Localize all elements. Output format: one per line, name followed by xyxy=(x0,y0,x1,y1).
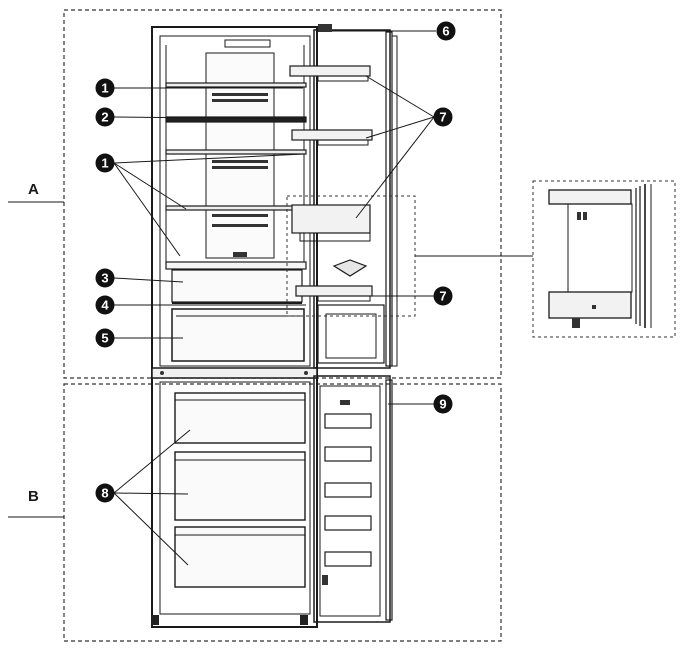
svg-text:9: 9 xyxy=(439,397,446,412)
callout-door-shelves: 7 xyxy=(433,107,453,127)
callout-hinge: 6 xyxy=(436,21,456,41)
svg-text:1: 1 xyxy=(101,81,108,96)
fridge-body xyxy=(151,26,318,628)
freezer-drawer-2 xyxy=(174,451,306,521)
section-b-label-group: B xyxy=(8,488,64,518)
svg-text:2: 2 xyxy=(101,110,108,125)
crisper-drawer-lower xyxy=(171,308,305,362)
door-shelf-1 xyxy=(289,65,371,77)
leader-lines xyxy=(113,30,436,566)
cover-shelf xyxy=(165,261,307,270)
callout-shelf-divider: 2 xyxy=(95,107,115,127)
svg-text:7: 7 xyxy=(439,289,446,304)
callout-shelf-top: 1 xyxy=(95,78,115,98)
callout-crisper: 5 xyxy=(95,328,115,348)
callout-freezer-door: 9 xyxy=(433,394,453,414)
svg-text:5: 5 xyxy=(101,331,108,346)
door-shelf-4 xyxy=(295,285,373,297)
fridge-door xyxy=(286,24,416,369)
freezer-drawer-1 xyxy=(174,392,306,444)
callout-shelves-lower: 1 xyxy=(95,153,115,173)
door-shelf-2 xyxy=(291,129,373,141)
section-a-label: A xyxy=(28,181,39,198)
freezer-door xyxy=(313,375,393,623)
shelf-3 xyxy=(165,149,307,169)
door-bin-inset xyxy=(532,180,676,338)
shelf-1 xyxy=(165,82,307,102)
section-a-label-group: A xyxy=(8,181,64,203)
svg-text:4: 4 xyxy=(101,298,109,313)
svg-text:3: 3 xyxy=(101,271,108,286)
callout-drawer-rail: 4 xyxy=(95,295,115,315)
section-b-label: B xyxy=(28,488,39,505)
callout-freezer-drawers: 8 xyxy=(95,483,115,503)
section-b-box xyxy=(63,383,502,642)
door-shelf-3 xyxy=(291,204,371,234)
crisper-drawer-upper xyxy=(171,269,303,303)
callout-door-shelf-lower: 7 xyxy=(433,286,453,306)
svg-text:1: 1 xyxy=(101,156,108,171)
freezer-drawer-3 xyxy=(174,526,306,588)
svg-text:6: 6 xyxy=(442,24,449,39)
svg-text:8: 8 xyxy=(101,486,108,501)
svg-text:7: 7 xyxy=(439,110,446,125)
callout-cover-shelf: 3 xyxy=(95,268,115,288)
shelf-2 xyxy=(165,116,307,123)
callout-markers: 1 2 1 3 4 5 6 7 xyxy=(95,21,456,503)
